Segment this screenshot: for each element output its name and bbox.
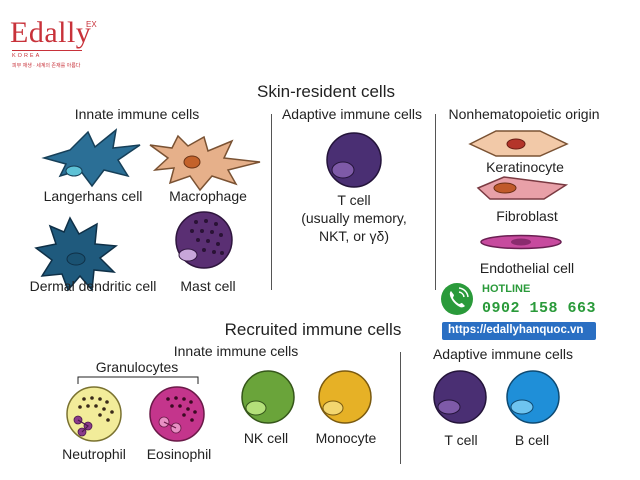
hotline-number[interactable]: 0902 158 663 [482, 300, 597, 317]
recruited-innate-title: Innate immune cells [173, 343, 299, 359]
brand-divider [12, 50, 82, 51]
b-cell-icon [506, 370, 560, 424]
b-cell-label: B cell [514, 432, 550, 448]
monocyte-icon [318, 370, 372, 424]
brand-logo: Edally EX KOREA 피부 재생 · 세계의 존재를 아름다 [10, 8, 100, 69]
hotline-label: HOTLINE [482, 283, 531, 295]
divider-right [435, 114, 436, 290]
neutrophil-label: Neutrophil [62, 446, 126, 462]
monocyte-label: Monocyte [315, 430, 377, 446]
mast-cell-label: Mast cell [180, 278, 236, 294]
resident-t-cell-note-1: (usually memory, [301, 210, 407, 226]
neutrophil-icon [66, 386, 122, 442]
langerhans-cell-label: Langerhans cell [43, 188, 143, 204]
recruited-t-cell-icon [433, 370, 487, 424]
fibroblast-icon [476, 176, 569, 200]
macrophage-label: Macrophage [169, 188, 247, 204]
langerhans-cell-icon [41, 128, 141, 188]
recruited-title: Recruited immune cells [224, 320, 402, 339]
resident-t-cell-icon [326, 132, 382, 188]
endothelial-cell-label: Endothelial cell [479, 260, 575, 276]
brand-sub: KOREA [12, 53, 42, 59]
skin-innate-title: Innate immune cells [74, 106, 200, 122]
fibroblast-label: Fibroblast [496, 208, 558, 224]
resident-t-cell-label: T cell [337, 192, 371, 208]
mast-cell-icon [175, 211, 233, 269]
resident-t-cell-note-2: NKT, or γδ) [318, 228, 390, 244]
brand-name: Edally [10, 16, 92, 49]
hotline-badge[interactable]: HOTLINE 0902 158 663 https://edallyhanqu… [440, 280, 630, 344]
endothelial-cell-icon [480, 234, 562, 250]
granulocytes-label: Granulocytes [95, 359, 179, 375]
skin-adaptive-title: Adaptive immune cells [281, 106, 423, 122]
divider-left [271, 114, 272, 290]
skin-resident-title: Skin-resident cells [257, 82, 395, 101]
dermal-dendritic-cell-icon [34, 216, 119, 292]
recruited-adaptive-title: Adaptive immune cells [432, 346, 574, 362]
website-bar[interactable]: https://edallyhanquoc.vn [442, 322, 596, 340]
brand-superscript: EX [86, 20, 97, 29]
nk-cell-label: NK cell [243, 430, 289, 446]
eosinophil-icon [149, 386, 205, 442]
keratinocyte-icon [468, 130, 569, 157]
phone-icon [441, 283, 473, 315]
macrophage-icon [149, 134, 261, 192]
website-link[interactable]: https://edallyhanquoc.vn [448, 324, 584, 336]
nk-cell-icon [241, 370, 295, 424]
dermal-dendritic-cell-label: Dermal dendritic cell [29, 278, 157, 294]
brand-tagline: 피부 재생 · 세계의 존재를 아름다 [12, 63, 81, 69]
divider-bottom [400, 352, 401, 464]
skin-nonhematopoietic-title: Nonhematopoietic origin [448, 106, 600, 122]
eosinophil-label: Eosinophil [146, 446, 212, 462]
recruited-t-cell-label: T cell [444, 432, 478, 448]
keratinocyte-label: Keratinocyte [486, 159, 564, 175]
granulocytes-bracket [77, 376, 199, 384]
